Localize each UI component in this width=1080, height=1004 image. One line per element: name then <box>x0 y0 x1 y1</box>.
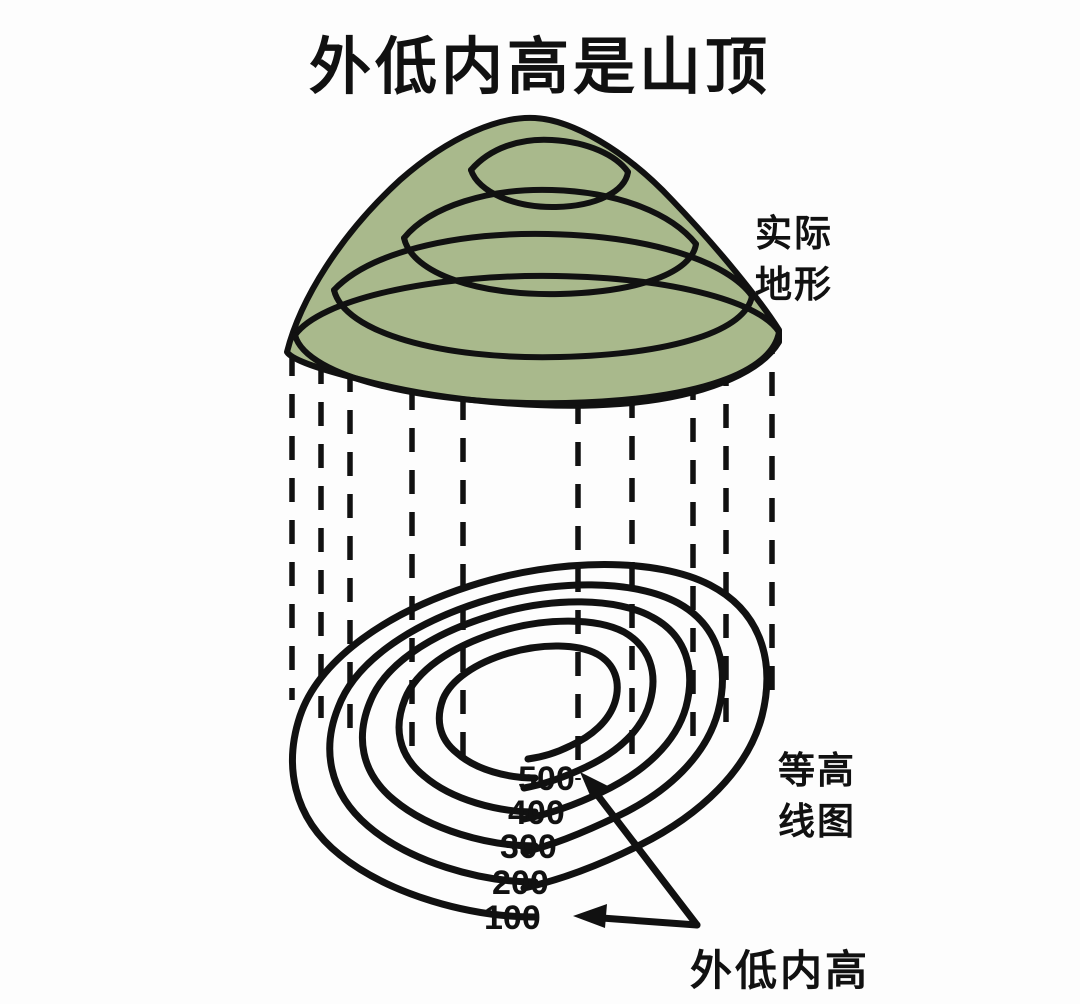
terrain-contour-200-back <box>292 272 782 338</box>
contour-path-400 <box>395 617 657 816</box>
contour-path-300 <box>358 598 694 850</box>
contour-label-300: 300 <box>500 828 557 866</box>
contour-label-100: 100 <box>484 899 541 937</box>
contour-map-block: 500 400 300 200 100 <box>289 561 771 937</box>
bottom-caption: 外低内高 <box>690 948 870 995</box>
contour-path-100 <box>289 561 771 921</box>
projection-lines-group <box>289 330 775 780</box>
annotation-arrow-to-500 <box>585 780 701 929</box>
annotation-arrow-to-100 <box>584 913 701 929</box>
terrain-contour-400-back <box>401 186 699 247</box>
terrain-contour-200 <box>292 329 782 407</box>
contour-label-200: 200 <box>492 864 549 902</box>
page-title: 外低内高是山顶 <box>309 33 771 102</box>
contour-map-label-line1: 等高 <box>778 750 856 791</box>
contour-label-500: 500 <box>518 760 575 798</box>
terrain-contour-500-front <box>468 167 631 211</box>
terrain-3d-block <box>284 114 782 409</box>
annotation-arrows-group <box>573 772 701 929</box>
arrow-head-100 <box>573 904 607 928</box>
terrain-contour-400 <box>401 235 699 298</box>
contour-path-200 <box>326 581 726 886</box>
terrain-contour-300 <box>331 287 755 361</box>
arrow-head-500 <box>580 772 612 800</box>
terrain-contour-300-back <box>331 230 755 299</box>
terrain-contour-500 <box>468 136 631 175</box>
terrain-label-line1: 实际 <box>755 213 833 254</box>
contour-map-label-line2: 线图 <box>778 801 856 842</box>
terrain-label-line2: 地形 <box>755 264 833 305</box>
contour-map-label: 等高 线图 <box>778 750 856 842</box>
contour-label-400: 400 <box>508 794 565 832</box>
terrain-label: 实际 地形 <box>755 213 833 305</box>
contour-path-500 <box>435 642 621 782</box>
